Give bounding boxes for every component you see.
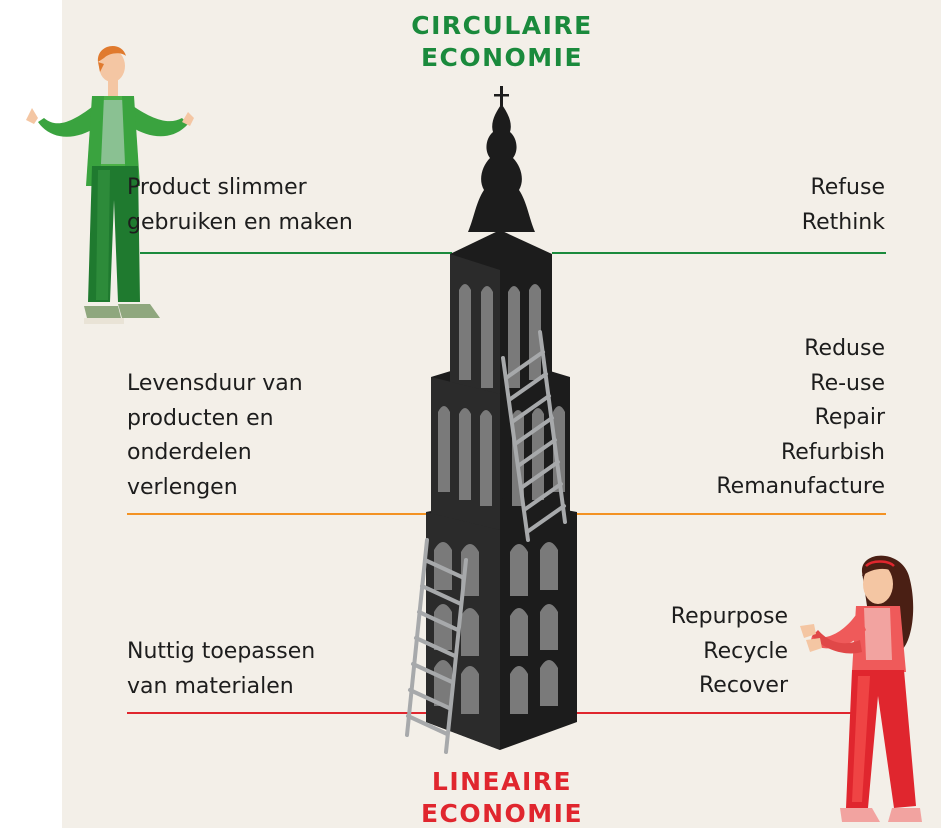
strategy-item: Repair — [814, 405, 885, 430]
level-middle-description: Levensduur van producten en onderdelen v… — [127, 367, 303, 505]
heading-top-line-1: CIRCULAIRE — [411, 11, 593, 40]
divider-orange-right — [577, 513, 886, 515]
level-middle-strategies: Reduse Re-use Repair Refurbish Remanufac… — [716, 332, 885, 505]
strategy-item: Refurbish — [780, 439, 885, 465]
linear-economy-heading: LINEAIRE ECONOMIE — [352, 766, 652, 830]
divider-green-left — [140, 252, 452, 254]
description-line: verlengen — [127, 474, 238, 500]
level-top-description: Product slimmer gebruiken en maken — [127, 171, 353, 240]
strategy-item: Rethink — [801, 209, 885, 235]
strategy-item: Recycle — [703, 638, 788, 664]
description-line: van materialen — [127, 673, 294, 699]
strategy-item: Re-use — [810, 370, 885, 396]
level-top-strategies: Refuse Rethink — [802, 171, 885, 240]
strategy-item: Remanufacture — [716, 474, 885, 499]
level-bottom-strategies: Repurpose Recycle Recover — [560, 600, 788, 704]
strategy-item: Refuse — [810, 175, 885, 200]
strategy-item: Reduse — [804, 336, 885, 361]
description-line: producten en — [127, 405, 274, 431]
description-line: Product slimmer — [127, 175, 307, 200]
description-line: onderdelen — [127, 440, 252, 465]
heading-bottom-line-2: ECONOMIE — [420, 799, 584, 828]
divider-orange-left — [127, 513, 429, 515]
divider-green-right — [552, 252, 886, 254]
heading-top-line-2: ECONOMIE — [420, 43, 584, 72]
divider-red-left — [127, 712, 429, 714]
divider-red-right — [577, 712, 861, 714]
description-line: gebruiken en maken — [127, 209, 353, 235]
description-line: Nuttig toepassen — [127, 639, 316, 664]
heading-bottom-line-1: LINEAIRE — [431, 767, 573, 796]
strategy-item: Repurpose — [670, 604, 788, 629]
level-bottom-description: Nuttig toepassen van materialen — [127, 635, 315, 704]
circular-economy-heading: CIRCULAIRE ECONOMIE — [352, 10, 652, 74]
description-line: Levensduur van — [127, 371, 303, 396]
strategy-item: Recover — [699, 673, 788, 698]
